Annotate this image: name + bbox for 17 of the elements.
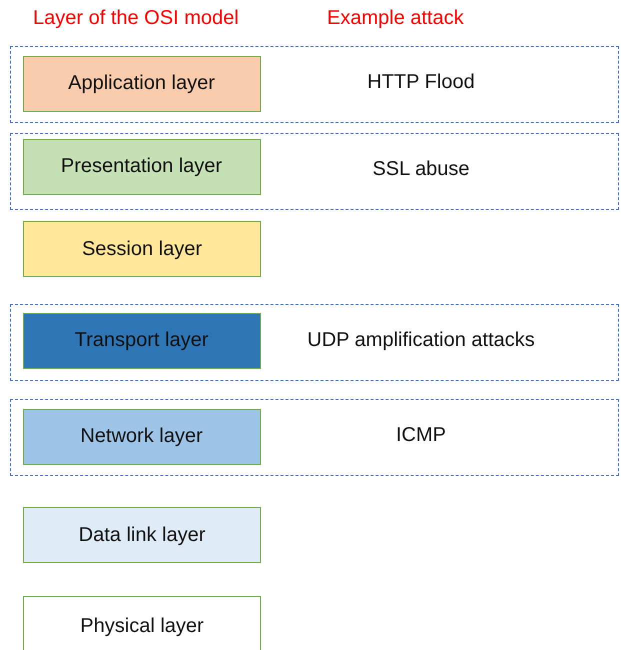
- dashed-group-frame: [10, 399, 619, 476]
- layer-box: Session layer: [23, 221, 261, 277]
- layer-box: Data link layer: [23, 507, 261, 563]
- attack-label: UDP amplification attacks: [307, 329, 535, 352]
- attack-label: HTTP Flood: [367, 71, 475, 94]
- layer-box: Presentation layer: [22, 138, 260, 194]
- layer-box: Application layer: [22, 56, 260, 112]
- layer-box: Network layer: [22, 408, 260, 464]
- layer-box: Transport layer: [22, 312, 260, 368]
- dashed-group-frame: [10, 304, 619, 381]
- column-header: Example attack: [327, 7, 464, 30]
- dashed-group-frame: [10, 46, 619, 123]
- layer-box: Physical layer: [23, 596, 261, 650]
- column-header: Layer of the OSI model: [33, 7, 239, 30]
- dashed-group-frame: [10, 133, 619, 210]
- attack-label: ICMP: [396, 424, 446, 447]
- attack-label: SSL abuse: [372, 158, 470, 181]
